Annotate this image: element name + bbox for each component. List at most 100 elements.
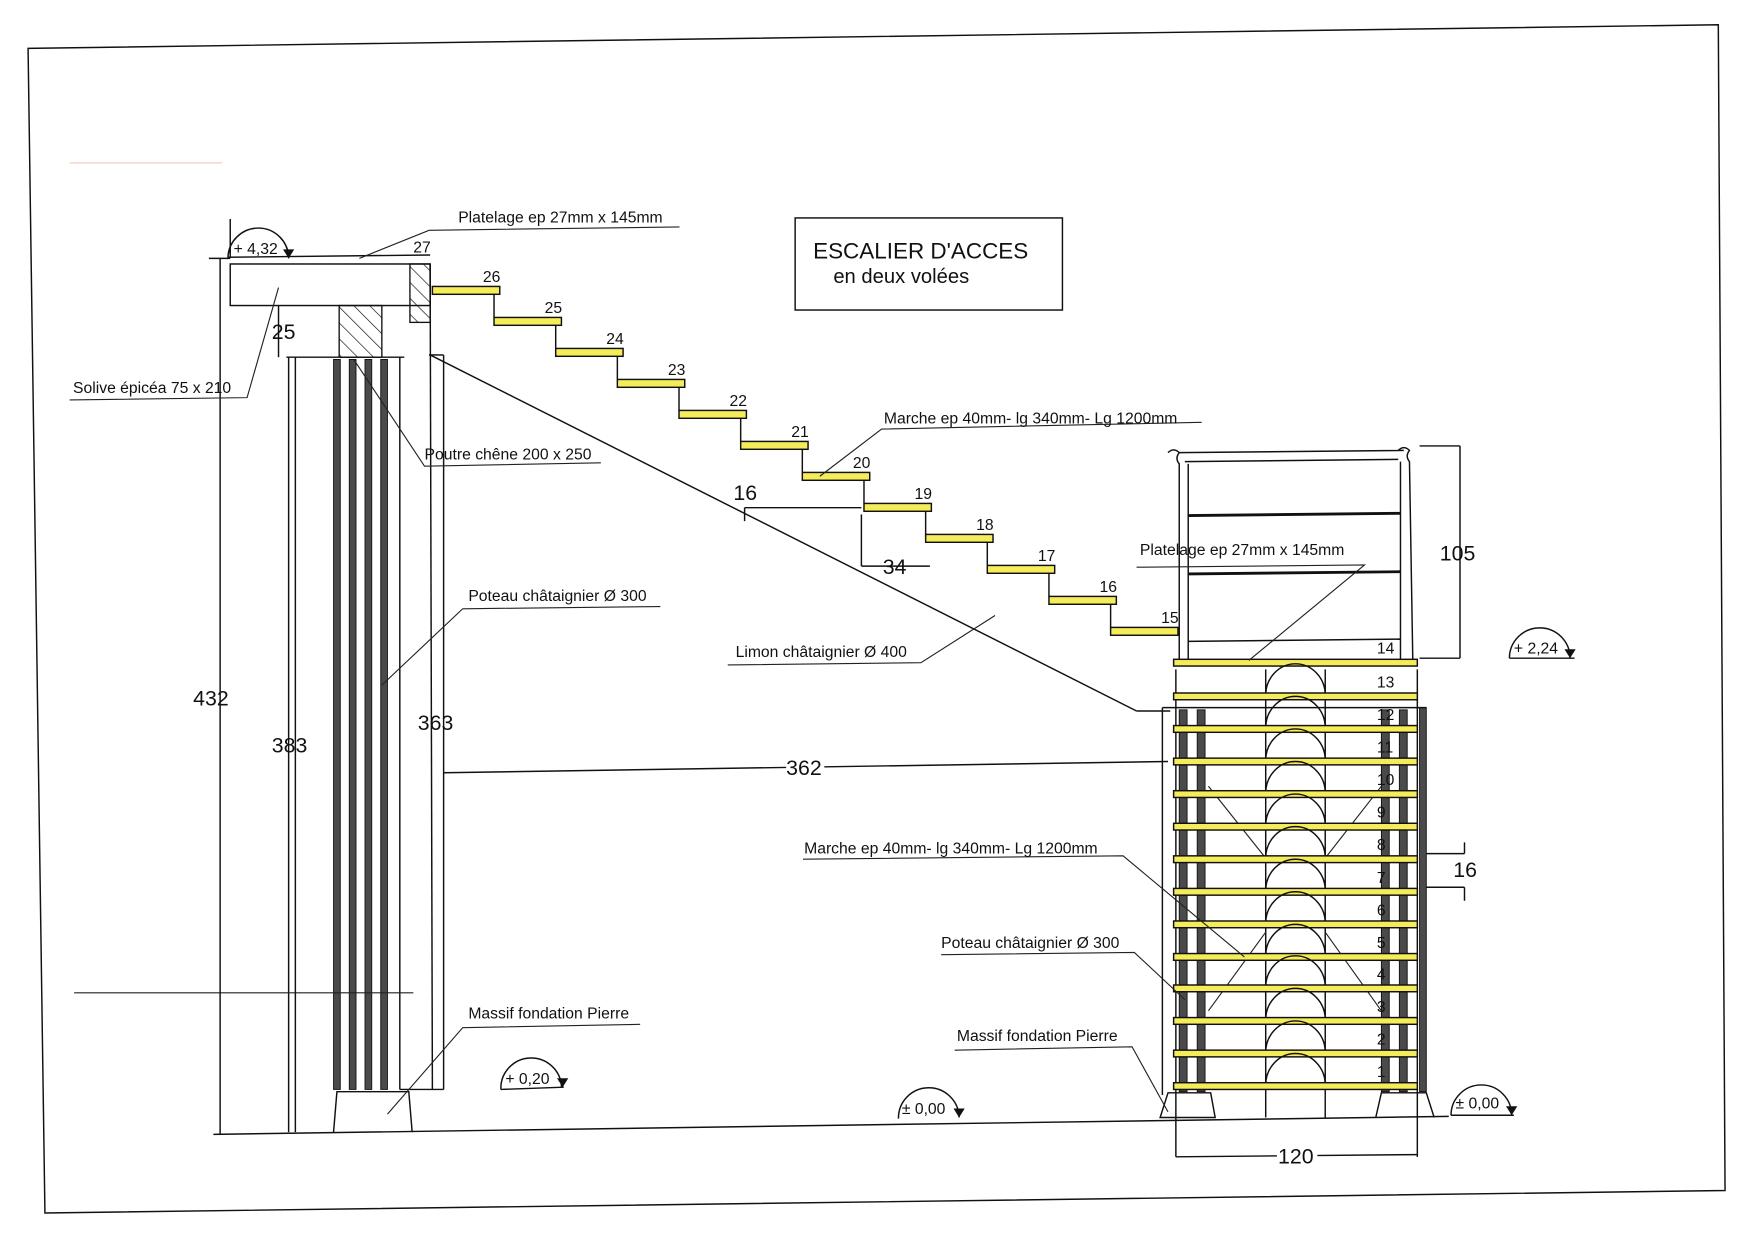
svg-text:± 0,00: ± 0,00 xyxy=(1456,1096,1500,1113)
step-number: 20 xyxy=(853,455,871,472)
dim-362: 362 xyxy=(786,756,822,780)
arch xyxy=(1264,825,1326,859)
arch xyxy=(1264,793,1326,826)
step-number: 18 xyxy=(976,517,994,534)
title-block: ESCALIER D'ACCES en deux volées xyxy=(794,217,1064,311)
step-number: 23 xyxy=(668,362,686,379)
label-poteau-right: Poteau châtaignier Ø 300 xyxy=(941,935,1120,952)
dim-363: 363 xyxy=(418,711,454,735)
stair-tread xyxy=(1172,952,1419,962)
stair-tread xyxy=(1172,658,1419,667)
svg-text:+ 2,24: + 2,24 xyxy=(1514,641,1558,658)
label-platelage-top: Platelage ep 27mm x 145mm xyxy=(458,209,662,226)
dim-105: 105 xyxy=(1440,541,1476,565)
oak-beam xyxy=(338,304,383,358)
dim-25: 25 xyxy=(272,320,296,344)
step-number: 14 xyxy=(1377,641,1395,658)
dim-34-tread: 34 xyxy=(883,555,907,579)
step-number: 17 xyxy=(1038,548,1055,565)
step-number: 21 xyxy=(791,424,808,441)
label-limon: Limon châtaignier Ø 400 xyxy=(736,644,908,661)
level-ground-mid: ± 0,00 xyxy=(897,1087,965,1119)
arch xyxy=(1264,987,1326,1020)
dim-16-riser: 16 xyxy=(733,481,757,505)
level-landing: + 2,24 xyxy=(1508,627,1576,659)
step-number: 5 xyxy=(1377,935,1386,952)
arch xyxy=(1264,1020,1326,1053)
label-massif-right: Massif fondation Pierre xyxy=(957,1028,1118,1045)
step-number: 8 xyxy=(1377,837,1386,854)
stair-tread xyxy=(493,316,563,327)
level-left-ground: + 0,20 xyxy=(500,1057,569,1091)
step-number: 27 xyxy=(413,240,430,257)
label-poteau-left: Poteau châtaignier Ø 300 xyxy=(468,588,647,605)
step-number: 25 xyxy=(545,300,563,317)
ground-line xyxy=(213,1115,1449,1136)
svg-text:± 0,00: ± 0,00 xyxy=(902,1101,946,1118)
svg-text:+ 4,32: + 4,32 xyxy=(234,241,278,258)
step-number: 26 xyxy=(483,269,501,286)
step-number: 15 xyxy=(1161,610,1179,627)
stair-tread xyxy=(616,378,686,389)
dim-432: 432 xyxy=(193,686,229,710)
leader-lines xyxy=(69,226,1367,1115)
title-line2: en deux volées xyxy=(833,266,969,288)
landing-tower: 14 13 12 11 10 9 8 7 6 5 4 3 2 1 105 16 120 xyxy=(1159,445,1477,1169)
title-line1: ESCALIER D'ACCES xyxy=(813,238,1028,263)
step-number: 2 xyxy=(1377,1032,1386,1049)
arch xyxy=(1264,955,1326,988)
label-marche-upper: Marche ep 40mm- lg 340mm- Lg 1200mm xyxy=(884,410,1178,427)
left-structure: 432 383 363 25 362 xyxy=(74,219,1449,1136)
step-number: 3 xyxy=(1377,999,1386,1016)
stair-tread xyxy=(554,347,624,358)
joist xyxy=(229,263,431,307)
stair-tread xyxy=(1048,595,1118,606)
step-number: 6 xyxy=(1377,902,1386,919)
step-number: 24 xyxy=(606,331,624,348)
stair-tread xyxy=(739,440,809,451)
arch xyxy=(1264,695,1326,728)
step-number: 9 xyxy=(1377,805,1386,822)
arch xyxy=(1264,923,1326,956)
step-number: 19 xyxy=(915,486,932,503)
stair-tread xyxy=(924,533,994,544)
stair-tread xyxy=(678,409,748,420)
stair-tread xyxy=(863,502,933,513)
stair-tread xyxy=(801,471,871,482)
stringer xyxy=(429,354,1137,712)
step-number: 4 xyxy=(1377,966,1386,983)
upper-flight: 26 25 24 23 22 21 20 19 18 17 16 15 xyxy=(431,269,1179,637)
arch xyxy=(1264,1052,1326,1085)
step-number: 10 xyxy=(1377,772,1395,789)
arch xyxy=(1264,760,1326,793)
label-poutre: Poutre chêne 200 x 250 xyxy=(425,446,592,463)
label-massif-left: Massif fondation Pierre xyxy=(468,1006,629,1023)
arch xyxy=(1264,663,1326,696)
step-number: 13 xyxy=(1377,674,1395,691)
svg-text:+ 0,20: + 0,20 xyxy=(505,1071,549,1088)
dim-16-right: 16 xyxy=(1453,858,1477,882)
arch xyxy=(1264,728,1326,761)
step-number: 16 xyxy=(1099,579,1117,596)
dim-120: 120 xyxy=(1278,1145,1314,1169)
stair-tread xyxy=(431,285,501,296)
edge-hatch xyxy=(409,263,431,324)
stair-tread xyxy=(986,564,1056,575)
step-number: 7 xyxy=(1377,870,1386,887)
step-number: 12 xyxy=(1377,707,1394,724)
left-foundation xyxy=(332,1090,413,1133)
dim-383: 383 xyxy=(272,734,308,758)
step-number: 22 xyxy=(730,393,747,410)
stair-tread xyxy=(1109,626,1179,637)
label-marche-lower: Marche ep 40mm- lg 340mm- Lg 1200mm xyxy=(804,841,1098,858)
step-number: 11 xyxy=(1377,740,1393,757)
level-ground-right: ± 0,00 xyxy=(1450,1084,1518,1117)
level-top: + 4,32 xyxy=(227,227,295,259)
sheet-frame xyxy=(27,24,1726,1214)
arch xyxy=(1264,891,1326,924)
arch xyxy=(1264,858,1326,891)
step-number: 1 xyxy=(1377,1064,1386,1081)
stair-tread xyxy=(1172,1081,1419,1091)
label-platelage-right: Platelage ep 27mm x 145mm xyxy=(1140,542,1344,559)
